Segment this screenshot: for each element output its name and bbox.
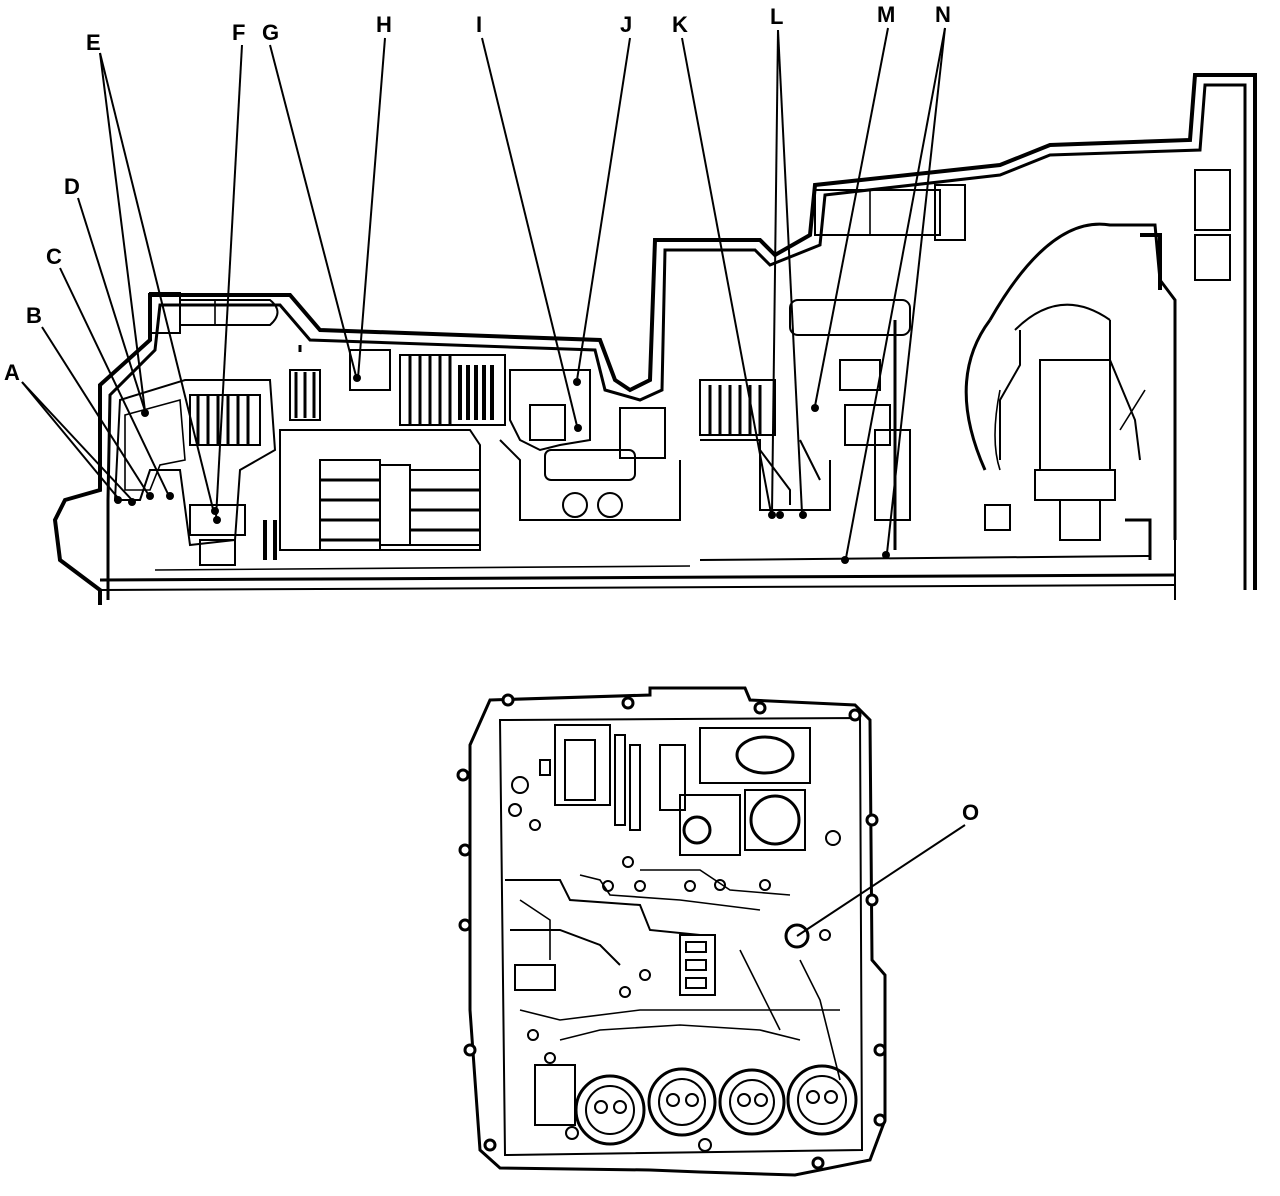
leader-g xyxy=(269,44,357,377)
label-f: F xyxy=(232,20,245,45)
differential-section xyxy=(964,169,1231,560)
output-bearing xyxy=(874,429,911,521)
valve-body-inner-outline xyxy=(498,716,864,1157)
leader-n-2 xyxy=(886,27,946,554)
leader-k xyxy=(681,37,772,514)
label-o: O xyxy=(962,800,979,825)
leader-m xyxy=(814,27,889,407)
label-b: B xyxy=(26,303,42,328)
accumulator-bores xyxy=(574,1064,858,1146)
leader-lines xyxy=(21,27,946,559)
leader-h xyxy=(357,37,386,379)
left-clutch-pack xyxy=(113,379,277,566)
label-k: K xyxy=(672,12,688,37)
leader-i xyxy=(481,37,578,427)
housing-outline xyxy=(52,73,1257,605)
leader-o xyxy=(796,824,966,937)
shaft-line-1 xyxy=(99,573,1176,582)
label-g: G xyxy=(262,20,279,45)
leader-j xyxy=(576,37,631,381)
bolt-top-right xyxy=(814,184,966,241)
leader-a-2 xyxy=(21,381,133,501)
leader-d xyxy=(77,197,146,412)
transfer-gear-section xyxy=(499,369,681,521)
leader-l-1 xyxy=(771,29,779,514)
label-e: E xyxy=(86,30,101,55)
leader-l-2 xyxy=(777,29,803,514)
transmission-cross-section xyxy=(52,73,1257,605)
leader-a-1 xyxy=(21,381,119,499)
center-gearset xyxy=(279,345,481,551)
label-i: I xyxy=(476,12,482,37)
label-d: D xyxy=(64,174,80,199)
label-j: J xyxy=(620,12,632,37)
right-clutch-pack xyxy=(699,299,911,564)
label-l: L xyxy=(770,4,783,29)
housing-inner-wall xyxy=(106,83,1247,600)
label-a: A xyxy=(4,360,20,385)
label-n: N xyxy=(935,2,951,27)
leader-f xyxy=(215,44,243,519)
bolt-top-left xyxy=(149,292,279,334)
leader-c xyxy=(59,267,169,495)
label-m: M xyxy=(877,2,895,27)
valve-body xyxy=(456,686,966,1177)
label-c: C xyxy=(46,244,62,269)
leader-e-1 xyxy=(99,52,146,412)
leader-e-2 xyxy=(99,52,214,510)
label-h: H xyxy=(376,12,392,37)
leader-b xyxy=(41,326,149,495)
shaft-line-2 xyxy=(99,584,1176,591)
leader-n-1 xyxy=(845,27,946,559)
part-labels: A B C D E F G H I J K L M N O xyxy=(4,2,979,825)
center-clutch-pack xyxy=(399,354,506,426)
shaft-line-3 xyxy=(154,565,691,571)
shaft-line-4 xyxy=(699,555,1151,561)
